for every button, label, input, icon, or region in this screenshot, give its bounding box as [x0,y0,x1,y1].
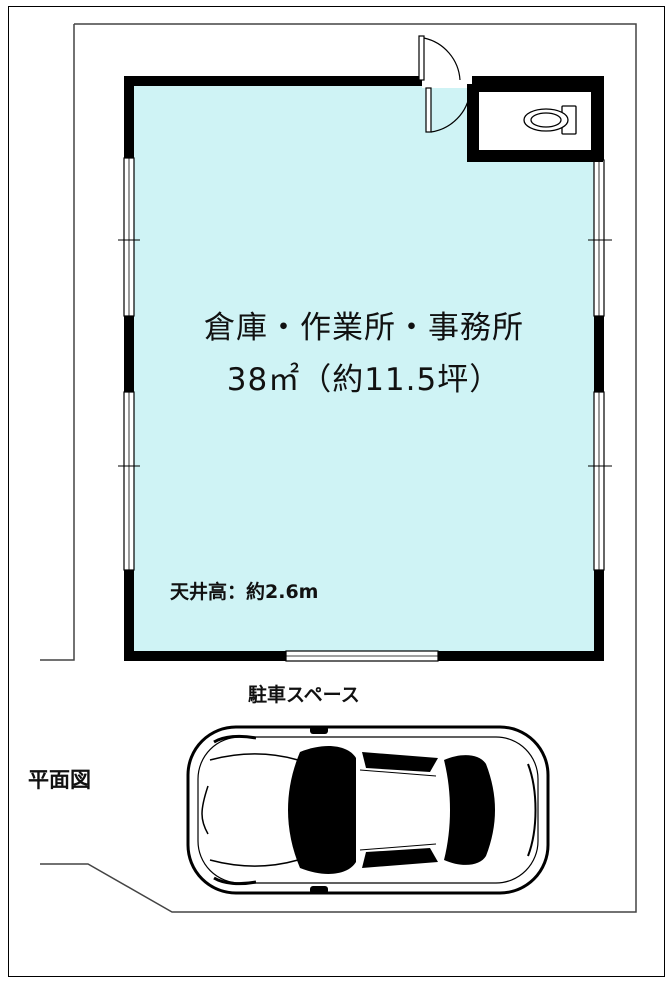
floor-plan-label: 平面図 [28,768,91,792]
toilet-icon [523,105,577,135]
ceiling-height-label: 天井高：約2.6m [170,581,319,603]
left-windows [118,157,140,571]
room-title: 倉庫・作業所・事務所 [204,310,524,346]
room-area: 38㎡（約11.5坪） [226,362,502,398]
parking-space-label: 駐車スペース [248,684,360,706]
room-floor [130,82,598,656]
car-icon [186,725,550,895]
door-opening [422,74,472,88]
bottom-window [285,650,439,662]
lot-boundary [40,23,637,913]
image-frame [8,6,665,977]
